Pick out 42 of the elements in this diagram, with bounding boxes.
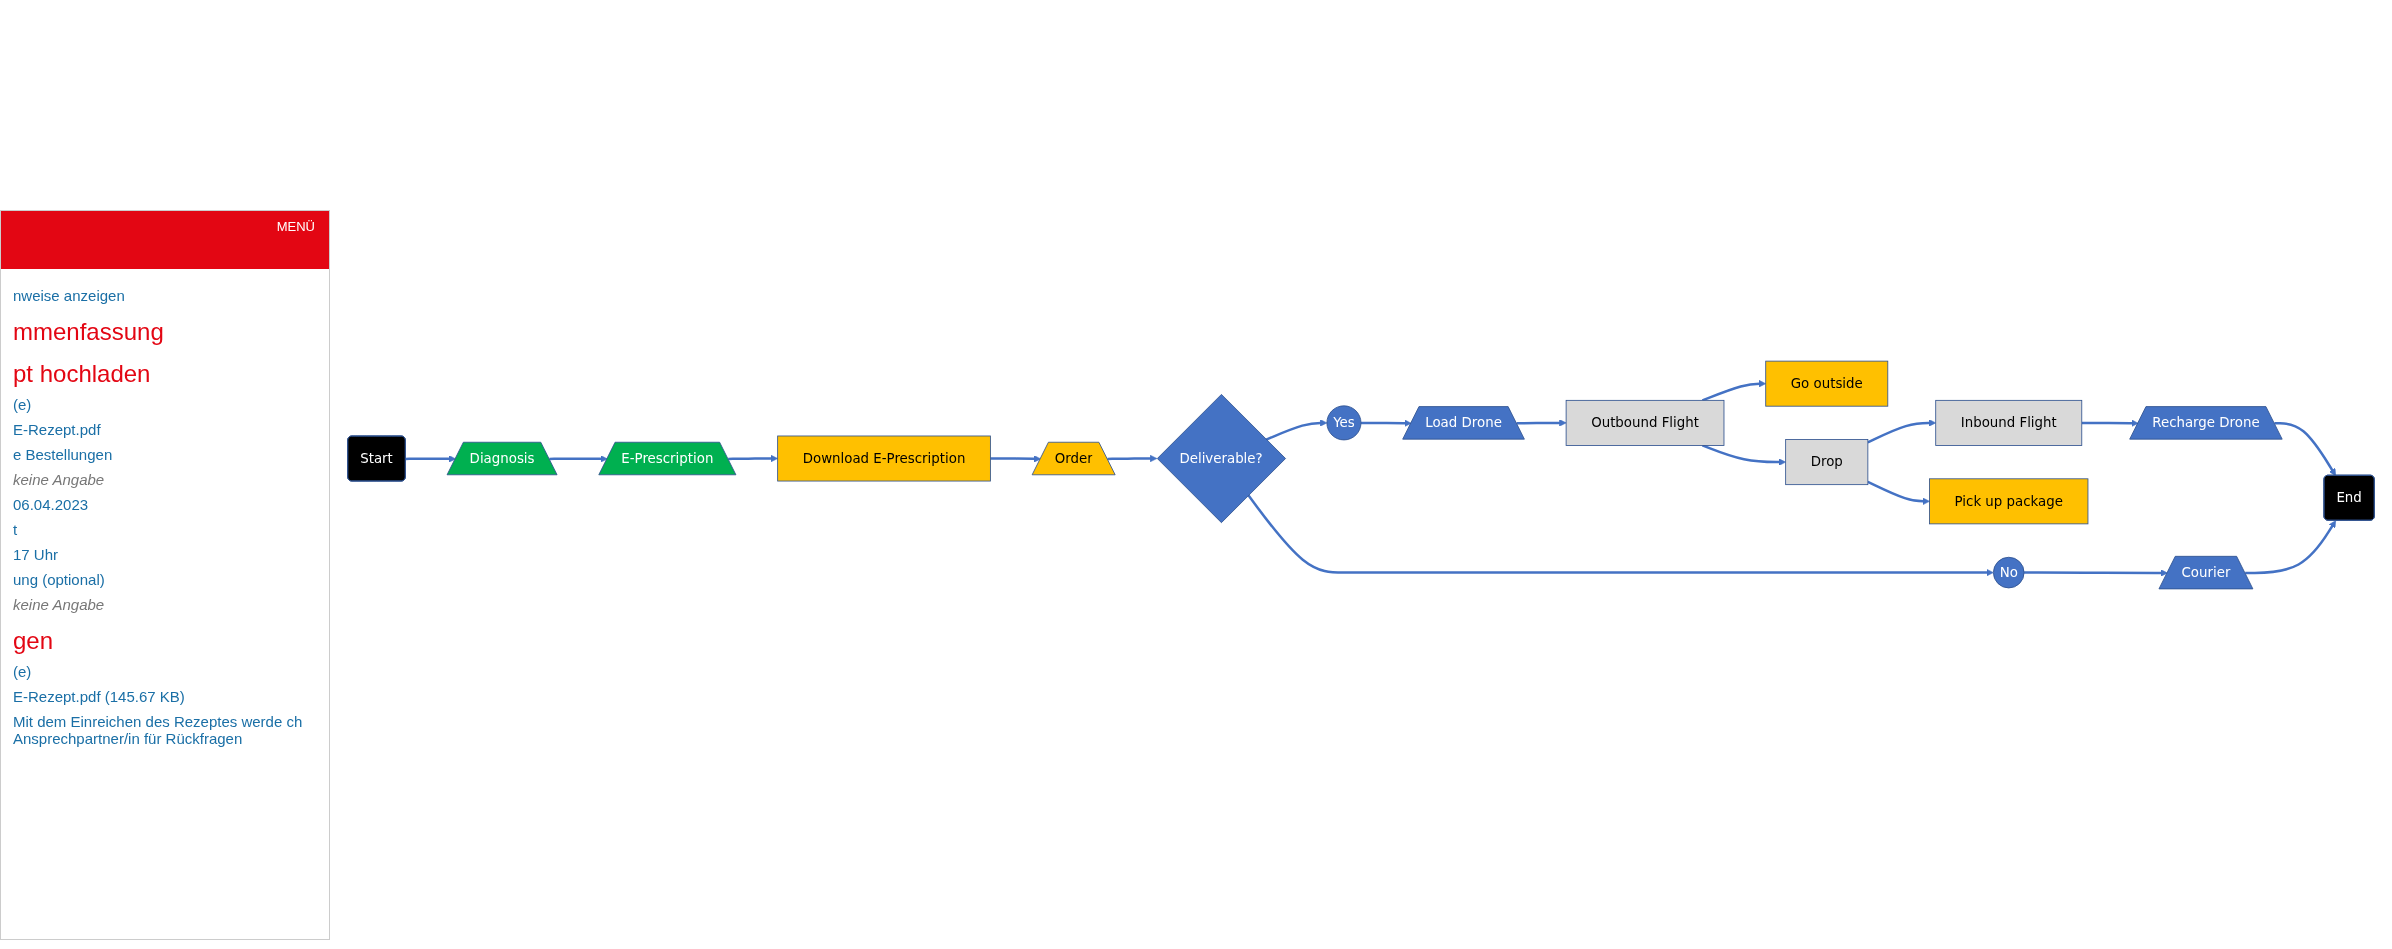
field-text: (e) [13, 396, 33, 413]
arrow [405, 454, 456, 462]
node-box: Outbound Flight [1565, 399, 1725, 446]
node-diamond: Deliverable? [1156, 393, 1286, 523]
field-text: t [13, 521, 19, 538]
arrow [1265, 418, 1328, 441]
field-text: ung (optional) [13, 571, 106, 588]
arrow [2024, 568, 2168, 577]
arrow [1867, 418, 1937, 444]
field-text: keine Angabe [13, 596, 106, 613]
section-heading: gen [13, 627, 55, 655]
arrow [1360, 419, 1412, 427]
field-text: E-Rezept.pdf [13, 421, 102, 438]
field-text: keine Angabe [13, 471, 106, 488]
field-text: Mit dem Einreichen des Rezeptes werde ch Ansprechpartner/in für Rückfragen [13, 713, 304, 747]
field-text: E-Rezept.pdf (145.67 KB) [13, 688, 186, 705]
arrow [1867, 480, 1930, 505]
node-box: Drop [1785, 438, 1869, 485]
node-box: Inbound Flight [1935, 399, 2083, 446]
arrow [2081, 419, 2139, 427]
node-circle: Yes [1326, 404, 1362, 440]
node-box: Go outside [1765, 360, 1889, 407]
field-text: nweise anzeigen [13, 287, 126, 304]
node-circle: No [1993, 556, 2025, 588]
arrow [1516, 418, 1567, 427]
node-box: Pick up package [1929, 477, 2089, 524]
arrow [2245, 519, 2336, 574]
node-box: Download E-Prescription [777, 435, 991, 481]
arrow [1107, 454, 1158, 462]
arrow [1247, 494, 1994, 576]
arrow [990, 454, 1041, 462]
arrow [549, 454, 608, 462]
arrow [728, 454, 778, 462]
arrow [1701, 443, 1786, 466]
section-heading: pt hochladen [13, 360, 152, 388]
field-text: 06.04.2023 [13, 496, 90, 513]
field-text: e Bestellungen [13, 446, 114, 463]
field-text: 17 Uhr [13, 546, 60, 563]
menu-label: MENÜ [276, 219, 315, 234]
field-text: (e) [13, 663, 33, 680]
section-heading: mmenfassung [13, 318, 165, 346]
arrow [2274, 421, 2336, 476]
